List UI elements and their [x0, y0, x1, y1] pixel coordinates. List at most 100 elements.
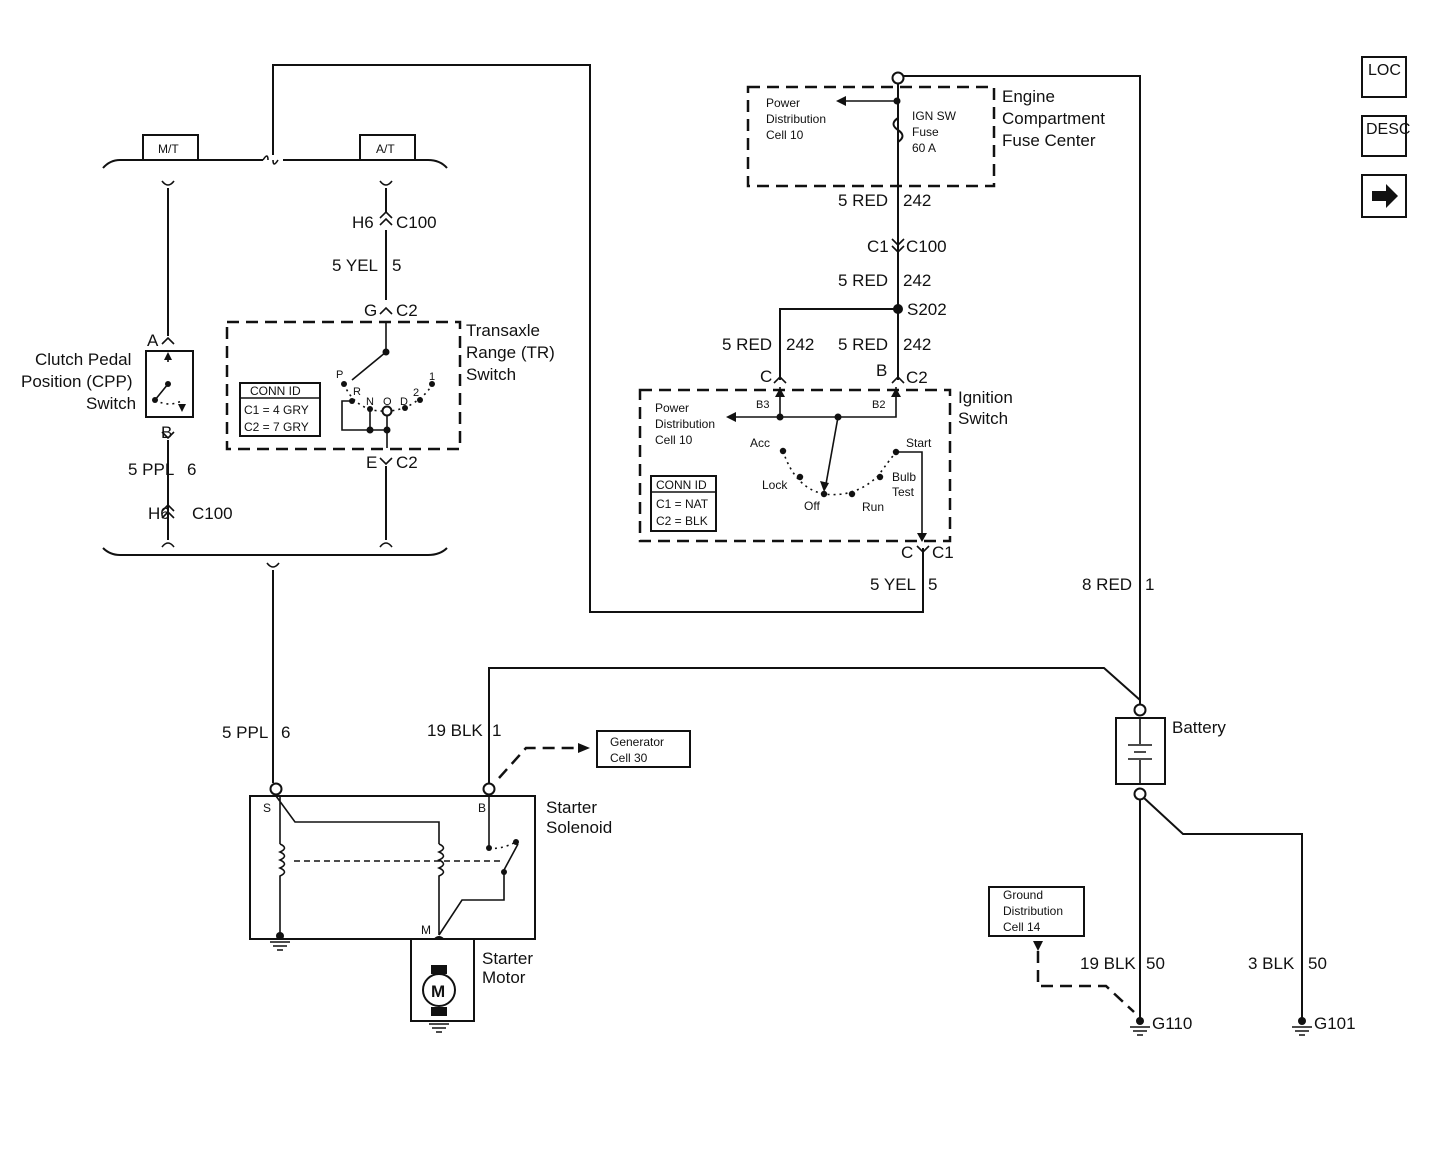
label: Motor [482, 968, 526, 987]
label: 1 [492, 721, 501, 740]
generator-reference[interactable]: Generator Cell 30 [596, 730, 691, 768]
label: 1 [1145, 575, 1154, 594]
label: Cell 10 [766, 128, 804, 142]
label: M/T [158, 142, 179, 156]
connector-ign-c2: C B C2 [760, 361, 928, 387]
loc-button[interactable]: LOC [1361, 56, 1407, 98]
label: Switch [466, 365, 516, 384]
label: 5 YEL [870, 575, 916, 594]
wire-battery-negative [1139, 797, 1303, 1018]
ignition-switch: Ignition Switch Power Distribution Cell … [638, 387, 1013, 543]
label: C100 [396, 213, 437, 232]
label: 19 BLK [427, 721, 483, 740]
connector-at-c100: H6 C100 [352, 210, 437, 232]
wire-sol-b [488, 667, 1141, 783]
ground-distribution-reference[interactable]: Ground Distribution Cell 14 [988, 886, 1085, 937]
label: 5 YEL [332, 256, 378, 275]
ground-g101: G101 [1292, 1014, 1356, 1036]
cpp-switch: A Clutch Pedal Position (CPP) Switch B [21, 331, 194, 442]
label: 5 [928, 575, 937, 594]
label: Compartment [1002, 109, 1105, 128]
label: Ground [1003, 888, 1043, 902]
label: 6 [187, 460, 196, 479]
label: Test [892, 485, 915, 499]
label: H6 [148, 504, 170, 523]
label: 1 [429, 371, 435, 383]
label: Solenoid [546, 818, 612, 837]
label: M [421, 923, 431, 937]
label: M [431, 982, 445, 1001]
label: N [366, 396, 374, 408]
label: Generator [610, 735, 664, 749]
label: 242 [786, 335, 814, 354]
label: Ignition [958, 388, 1013, 407]
label: 5 [392, 256, 401, 275]
label: Start [906, 436, 932, 450]
connector-c100-ign: C1 C100 [867, 237, 947, 256]
wire-ign-out-loop [272, 64, 924, 613]
label: 5 PPL [222, 723, 268, 742]
label: Range (TR) [466, 343, 555, 362]
label: Engine [1002, 87, 1055, 106]
label: 50 [1146, 954, 1165, 973]
label: Distribution [1003, 904, 1063, 918]
label: Cell 10 [655, 433, 693, 447]
label: CONN ID [250, 384, 301, 398]
tab-automatic[interactable]: A/T [359, 134, 416, 161]
label: C1 [867, 237, 889, 256]
label: 242 [903, 335, 931, 354]
label: Distribution [655, 417, 715, 431]
label: Switch [86, 394, 136, 413]
label: A [147, 331, 159, 350]
wire-label: 242 [903, 191, 931, 210]
label: 3 BLK [1248, 954, 1295, 973]
ground-icon [270, 941, 290, 951]
fuse-center-terminal [891, 71, 905, 85]
label: Starter [482, 949, 533, 968]
label: Clutch Pedal [35, 350, 131, 369]
right-arrow-icon [1372, 184, 1398, 208]
connector-ign-c1: C C1 [901, 543, 954, 562]
label: B2 [872, 399, 885, 411]
connector-mt-c100: H6 C100 [148, 503, 233, 523]
label: 60 A [912, 141, 936, 155]
label: R [353, 386, 361, 398]
label: C [901, 543, 913, 562]
label: H6 [352, 213, 374, 232]
connector-tr-bottom: E C2 [366, 453, 418, 472]
starter-solenoid: Starter Solenoid S B M [249, 795, 612, 940]
label: C2 = BLK [656, 514, 708, 528]
label: C100 [192, 504, 233, 523]
ground-g110: G110 [1130, 1014, 1192, 1036]
option-bracket-top [102, 159, 448, 169]
wire-label: 5 RED [838, 191, 888, 210]
wire-s202-branches [779, 308, 899, 380]
label: 8 RED [1082, 575, 1132, 594]
label: O [383, 396, 392, 408]
label: Transaxle [466, 321, 540, 340]
label: G110 [1152, 1014, 1192, 1033]
tab-manual[interactable]: M/T [142, 134, 199, 161]
label: 19 BLK [1080, 954, 1136, 973]
label: B3 [756, 399, 769, 411]
label: Power [655, 401, 689, 415]
fuse-symbol [892, 117, 904, 143]
label: 5 RED [838, 335, 888, 354]
label: Fuse Center [1002, 131, 1096, 150]
label: IGN SW [912, 109, 957, 123]
label: Fuse [912, 125, 939, 139]
label: C2 [396, 453, 418, 472]
label: 5 RED [722, 335, 772, 354]
next-button[interactable] [1361, 174, 1407, 218]
label: G [364, 301, 377, 320]
label: Power [766, 96, 800, 110]
connector-tr-top: G C2 [364, 301, 418, 320]
desc-button[interactable]: DESC [1361, 115, 1410, 157]
label: Bulb [892, 470, 916, 484]
label: B [478, 801, 486, 815]
label: C1 = NAT [656, 497, 709, 511]
tr-switch: Transaxle Range (TR) Switch P R N O D 2 … [225, 320, 555, 451]
fuse-center: Engine Compartment Fuse Center Power Dis… [746, 85, 1105, 188]
label: D [400, 396, 408, 408]
